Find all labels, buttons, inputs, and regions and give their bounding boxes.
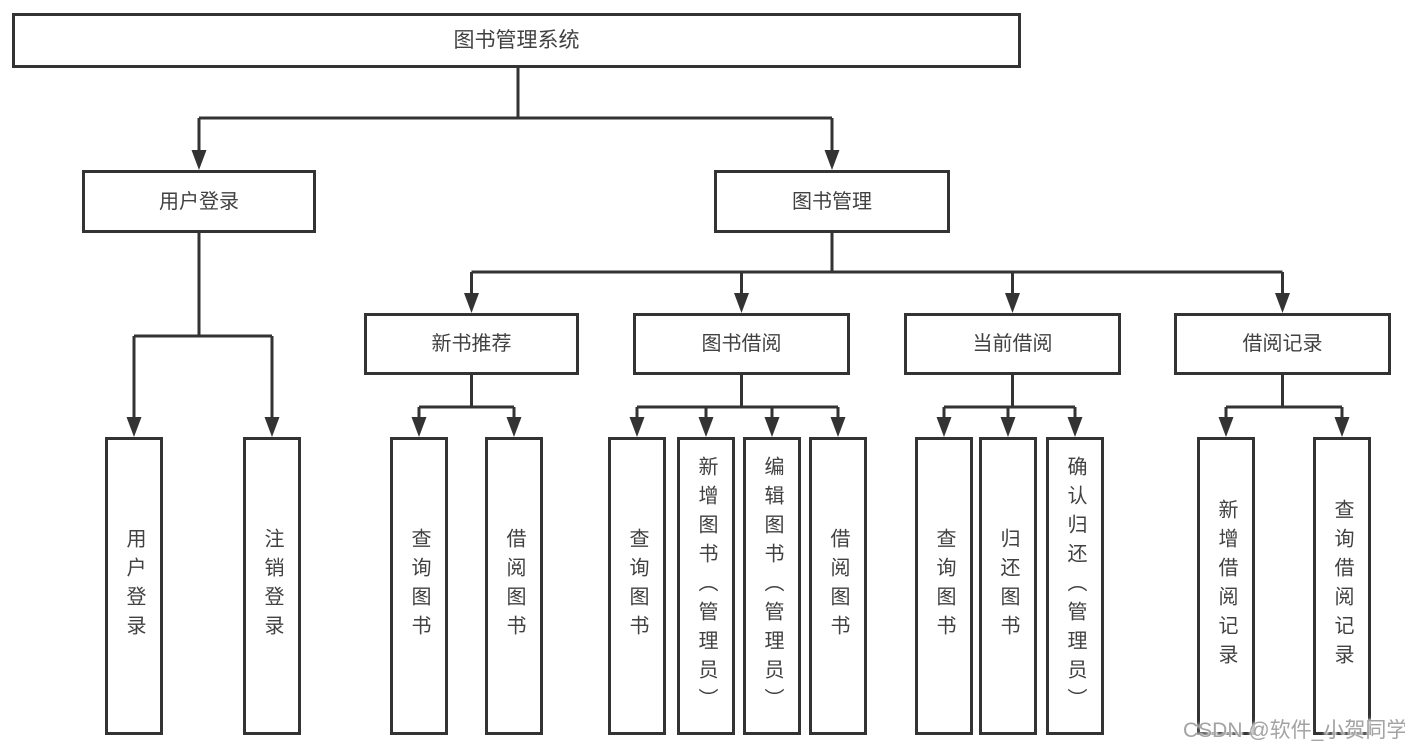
node-borrow-records: 借阅记录: [1174, 313, 1391, 375]
leaf-return-book: 归还图书: [979, 437, 1037, 735]
arrowhead-icon: [830, 417, 846, 437]
leaf-query-book: 查询图书: [390, 437, 448, 735]
node-user-login: 用户登录: [82, 170, 316, 233]
leaf-user-login: 用户登录: [105, 437, 163, 735]
arrowhead-icon: [1334, 417, 1350, 437]
arrowhead-icon: [1067, 417, 1083, 437]
leaf-label: 注销登录: [261, 528, 283, 644]
node-current-borrow: 当前借阅: [904, 313, 1121, 375]
leaf-label: 查询图书: [626, 528, 648, 644]
arrowhead-icon: [629, 417, 645, 437]
leaf-label: 新增借阅记录: [1215, 499, 1237, 673]
arrowhead-icon: [1275, 293, 1290, 313]
leaf-borrow-book: 借阅图书: [485, 437, 543, 735]
node-label: 用户登录: [159, 190, 239, 213]
node-root-library-system: 图书管理系统: [12, 13, 1021, 68]
node-new-book-recommend: 新书推荐: [364, 313, 579, 375]
node-label: 当前借阅: [972, 333, 1053, 355]
leaf-query-book: 查询图书: [915, 437, 973, 735]
leaf-add-book-admin: 新增图书（管理员）: [677, 437, 735, 735]
node-label: 图书借阅: [701, 333, 782, 355]
leaf-label: 编辑图书（管理员）: [761, 455, 783, 717]
leaf-label: 查询借阅记录: [1331, 499, 1353, 673]
arrowhead-icon: [411, 417, 427, 437]
leaf-label: 查询图书: [933, 528, 955, 644]
arrowhead-icon: [1005, 293, 1020, 313]
arrowhead-icon: [734, 293, 749, 313]
leaf-label: 归还图书: [997, 528, 1019, 644]
leaf-logout: 注销登录: [243, 437, 301, 735]
node-label: 图书管理: [792, 190, 872, 213]
node-label: 图书管理系统: [453, 29, 580, 52]
leaf-label: 借阅图书: [503, 528, 525, 644]
leaf-label: 查询图书: [408, 528, 430, 644]
arrowhead-icon: [506, 417, 522, 437]
arrowhead-icon: [1218, 417, 1234, 437]
arrowhead-icon: [936, 417, 952, 437]
node-label: 新书推荐: [431, 333, 512, 355]
arrowhead-icon: [126, 417, 142, 437]
leaf-query-borrow-record: 查询借阅记录: [1313, 437, 1371, 735]
leaf-borrow-book: 借阅图书: [809, 437, 867, 735]
arrowhead-icon: [191, 150, 207, 170]
leaf-edit-book-admin: 编辑图书（管理员）: [743, 437, 801, 735]
leaf-label: 确认归还（管理员）: [1064, 455, 1086, 717]
leaf-label: 借阅图书: [827, 528, 849, 644]
arrowhead-icon: [464, 293, 479, 313]
csdn-watermark: CSDN @软件_小贺同学: [1183, 719, 1405, 742]
node-book-borrow: 图书借阅: [633, 313, 850, 375]
arrowhead-icon: [264, 417, 280, 437]
leaf-confirm-return-admin: 确认归还（管理员）: [1046, 437, 1104, 735]
leaf-label: 新增图书（管理员）: [695, 455, 717, 717]
node-label: 借阅记录: [1242, 333, 1323, 355]
leaf-query-book: 查询图书: [608, 437, 666, 735]
node-book-management: 图书管理: [714, 170, 950, 233]
leaf-label: 用户登录: [123, 528, 145, 644]
arrowhead-icon: [824, 150, 840, 170]
arrowhead-icon: [764, 417, 780, 437]
arrowhead-icon: [698, 417, 714, 437]
arrowhead-icon: [1000, 417, 1016, 437]
leaf-add-borrow-record: 新增借阅记录: [1197, 437, 1255, 735]
